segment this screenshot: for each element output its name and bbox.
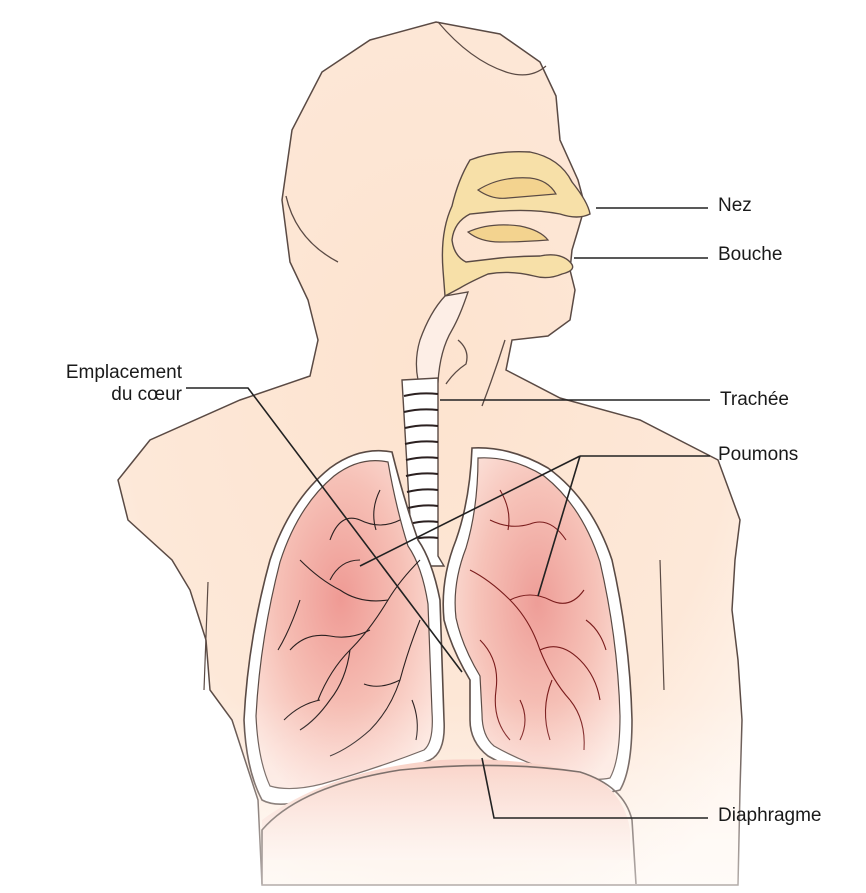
label-diaphragme: Diaphragme [718,805,822,827]
label-bouche: Bouche [718,244,782,266]
label-coeur-line1: Emplacement [10,362,182,384]
label-trachee: Trachée [720,389,789,411]
label-emplacement-du-coeur: Emplacement du cœur [10,362,182,406]
bottom-fade [0,700,866,888]
label-nez: Nez [718,195,752,217]
label-coeur-line2: du cœur [10,384,182,406]
label-poumons: Poumons [718,444,798,466]
